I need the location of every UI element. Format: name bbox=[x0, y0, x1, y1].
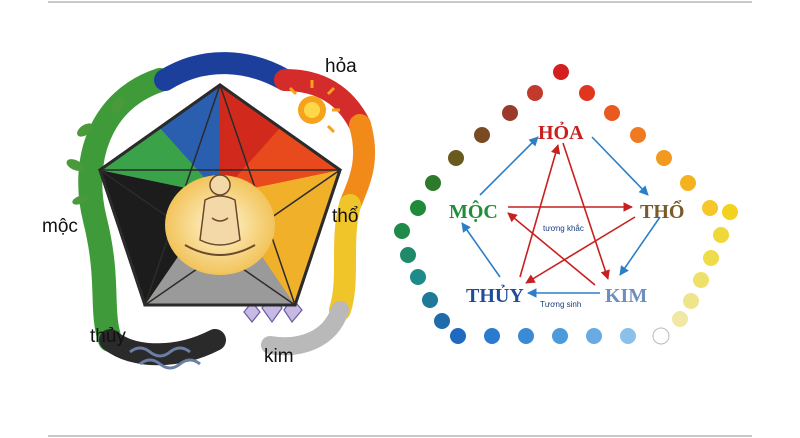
swirl-blue bbox=[154, 52, 296, 91]
dot-ring bbox=[394, 64, 738, 345]
swirl-gray bbox=[261, 301, 349, 356]
element-tho: THỔ bbox=[640, 199, 684, 223]
meditation-figure-icon bbox=[165, 174, 275, 275]
top-divider bbox=[48, 1, 752, 3]
element-kim: KIM bbox=[605, 285, 647, 307]
five-elements-cycle-diagram: HỎA MỘC THỔ THỦY KIM tương khắc Tương si… bbox=[394, 64, 738, 345]
label-kim: kim bbox=[264, 346, 294, 367]
five-elements-wheel: hỏa mộc thổ thủy kim bbox=[42, 52, 376, 370]
label-tuong-khac: tương khắc bbox=[543, 224, 584, 233]
label-hoa: hỏa bbox=[325, 56, 357, 77]
element-thuy: THỦY bbox=[466, 284, 524, 307]
sinh-cycle-arrows bbox=[461, 136, 661, 298]
element-hoa: HỎA bbox=[538, 121, 584, 144]
bottom-divider bbox=[48, 435, 752, 437]
water-wave-icon bbox=[129, 346, 201, 370]
label-moc: mộc bbox=[42, 216, 78, 237]
label-thuy: thủy bbox=[90, 326, 126, 347]
swirl-yellow bbox=[329, 194, 361, 321]
swirl-dark bbox=[99, 329, 226, 366]
label-tho: thổ bbox=[332, 206, 358, 227]
label-tuong-sinh: Tương sinh bbox=[540, 300, 581, 309]
khac-cycle-arrows bbox=[507, 142, 636, 286]
leaf-icon bbox=[66, 96, 125, 205]
sun-icon bbox=[288, 80, 340, 134]
swirl-orange bbox=[339, 114, 376, 216]
element-moc: MỘC bbox=[449, 200, 498, 223]
